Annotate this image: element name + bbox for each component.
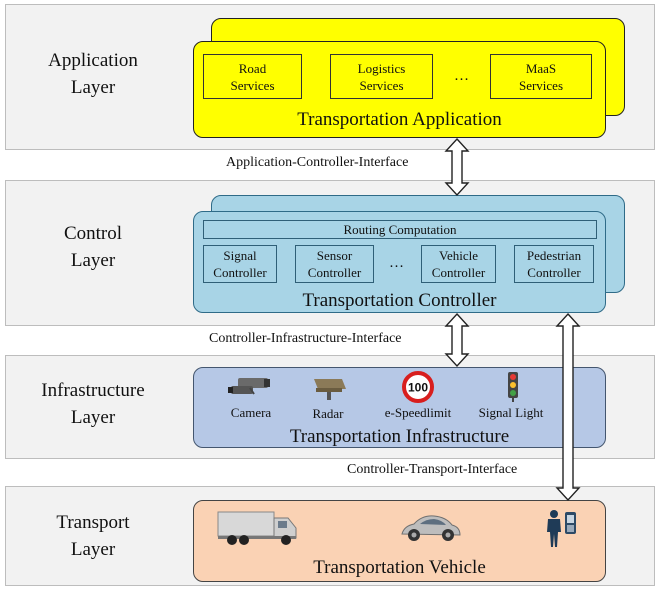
application-box-title: Transportation Application bbox=[297, 109, 502, 130]
controller-box-title: Transportation Controller bbox=[302, 290, 497, 311]
controller-transport-interface-label: Controller-Transport-Interface bbox=[347, 462, 518, 477]
speed-limit-value: 100 bbox=[408, 381, 428, 395]
controller-infrastructure-interface-label: Controller-Infrastructure-Interface bbox=[209, 331, 402, 346]
e-speedlimit-label: e-Speedlimit bbox=[384, 405, 452, 420]
radar-label: Radar bbox=[312, 406, 344, 421]
controllers-ellipsis: … bbox=[389, 255, 404, 271]
signal-light-label: Signal Light bbox=[478, 405, 544, 420]
pedestrian-phone-icon bbox=[547, 510, 576, 547]
infrastructure-box-title: Transportation Infrastructure bbox=[289, 426, 510, 447]
traffic-light-icon bbox=[508, 372, 518, 402]
car-icon bbox=[401, 515, 461, 541]
radar-icon bbox=[314, 379, 346, 400]
transport-box-title: Transportation Vehicle bbox=[313, 557, 486, 578]
speed-limit-icon: 100 bbox=[402, 371, 434, 403]
app-controller-arrow bbox=[444, 137, 470, 197]
camera-icon bbox=[228, 378, 270, 395]
routing-computation-box: Routing Computation bbox=[203, 220, 597, 239]
controller-infrastructure-arrow bbox=[444, 312, 470, 368]
camera-label: Camera bbox=[230, 405, 272, 420]
app-controller-interface-label: Application-Controller-Interface bbox=[226, 155, 409, 170]
controller-transport-arrow bbox=[555, 312, 581, 502]
services-ellipsis: … bbox=[454, 68, 469, 84]
truck-icon bbox=[217, 511, 297, 545]
